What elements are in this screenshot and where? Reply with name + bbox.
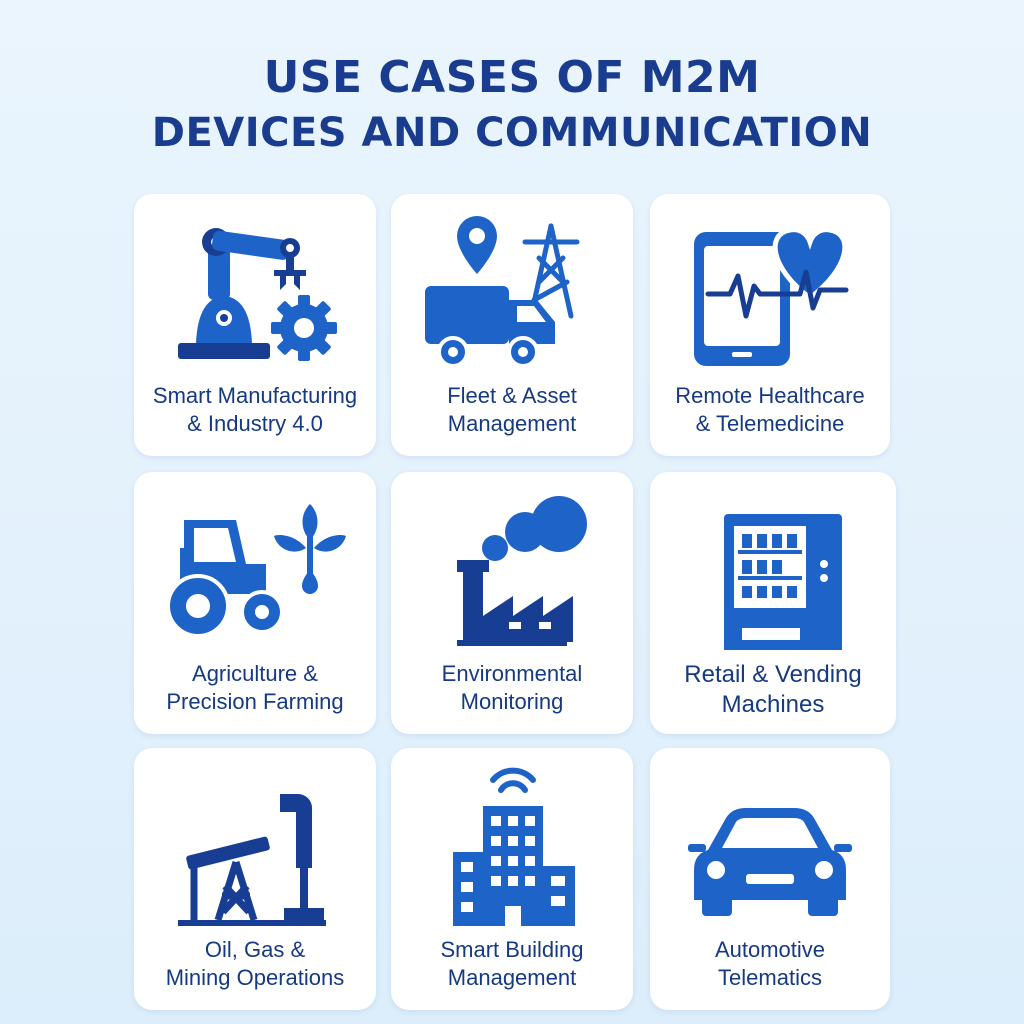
- use-case-card-smart-building: Smart Building Management: [391, 748, 633, 1010]
- tablet-heartbeat-icon: [694, 227, 849, 366]
- vending-machine-icon: [724, 514, 842, 650]
- use-case-label: Oil, Gas & Mining Operations: [140, 936, 370, 992]
- use-case-label: Agriculture & Precision Farming: [140, 660, 370, 716]
- page-title-line-2: DEVICES AND COMMUNICATION: [151, 110, 873, 156]
- use-case-label-line-1: Oil, Gas &: [204, 937, 306, 962]
- use-case-label-line-1: Smart Manufacturing: [152, 383, 358, 408]
- use-case-card-retail-vending: Retail & Vending Machines: [650, 472, 896, 734]
- car-icon: [688, 808, 852, 916]
- use-case-label-line-2: Telematics: [718, 965, 822, 990]
- tractor-plant-icon: [166, 504, 346, 638]
- use-case-card-oil-gas-mining: Oil, Gas & Mining Operations: [134, 748, 376, 1010]
- use-case-card-environmental-monitoring: Environmental Monitoring: [391, 472, 633, 734]
- use-case-label-line-2: & Industry 4.0: [187, 411, 323, 436]
- use-case-label-line-1: Fleet & Asset: [447, 383, 577, 408]
- use-case-label-line-2: Mining Operations: [165, 965, 345, 990]
- use-case-card-agriculture: Agriculture & Precision Farming: [134, 472, 376, 734]
- smart-building-wifi-icon: [453, 767, 575, 926]
- use-case-label: Fleet & Asset Management: [397, 382, 627, 438]
- page-title-line-1: USE CASES OF M2M: [263, 52, 761, 103]
- robotic-arm-gear-icon: [178, 228, 337, 361]
- use-case-card-fleet-asset: Fleet & Asset Management: [391, 194, 633, 456]
- use-case-card-remote-healthcare: Remote Healthcare & Telemedicine: [650, 194, 890, 456]
- use-case-label-line-1: Smart Building: [440, 937, 584, 962]
- use-case-label-line-2: Machines: [721, 691, 825, 718]
- use-case-label-line-1: Remote Healthcare: [675, 383, 865, 408]
- use-case-label: Environmental Monitoring: [397, 660, 627, 716]
- use-case-card-automotive-telematics: Automotive Telematics: [650, 748, 890, 1010]
- use-case-label-line-2: Management: [447, 965, 577, 990]
- use-case-label-line-2: Management: [447, 411, 577, 436]
- use-case-label-line-1: Automotive: [714, 937, 826, 962]
- use-case-label: Smart Manufacturing & Industry 4.0: [140, 382, 370, 438]
- use-case-card-smart-manufacturing: Smart Manufacturing & Industry 4.0: [134, 194, 376, 456]
- use-case-label-line-2: & Telemedicine: [695, 411, 845, 436]
- truck-location-tower-icon: [425, 216, 580, 368]
- use-case-label: Smart Building Management: [397, 936, 627, 992]
- oil-pumpjack-icon: [178, 794, 326, 926]
- use-case-label-line-1: Agriculture &: [192, 661, 318, 686]
- factory-smoke-icon: [457, 496, 587, 646]
- use-case-label-line-1: Environmental: [441, 661, 583, 686]
- use-case-label-line-1: Retail & Vending: [684, 661, 862, 688]
- use-case-label: Automotive Telematics: [656, 936, 884, 992]
- use-case-label: Remote Healthcare & Telemedicine: [656, 382, 884, 438]
- use-case-label: Retail & Vending Machines: [656, 660, 890, 720]
- use-case-label-line-2: Precision Farming: [166, 689, 344, 714]
- use-case-label-line-2: Monitoring: [460, 689, 564, 714]
